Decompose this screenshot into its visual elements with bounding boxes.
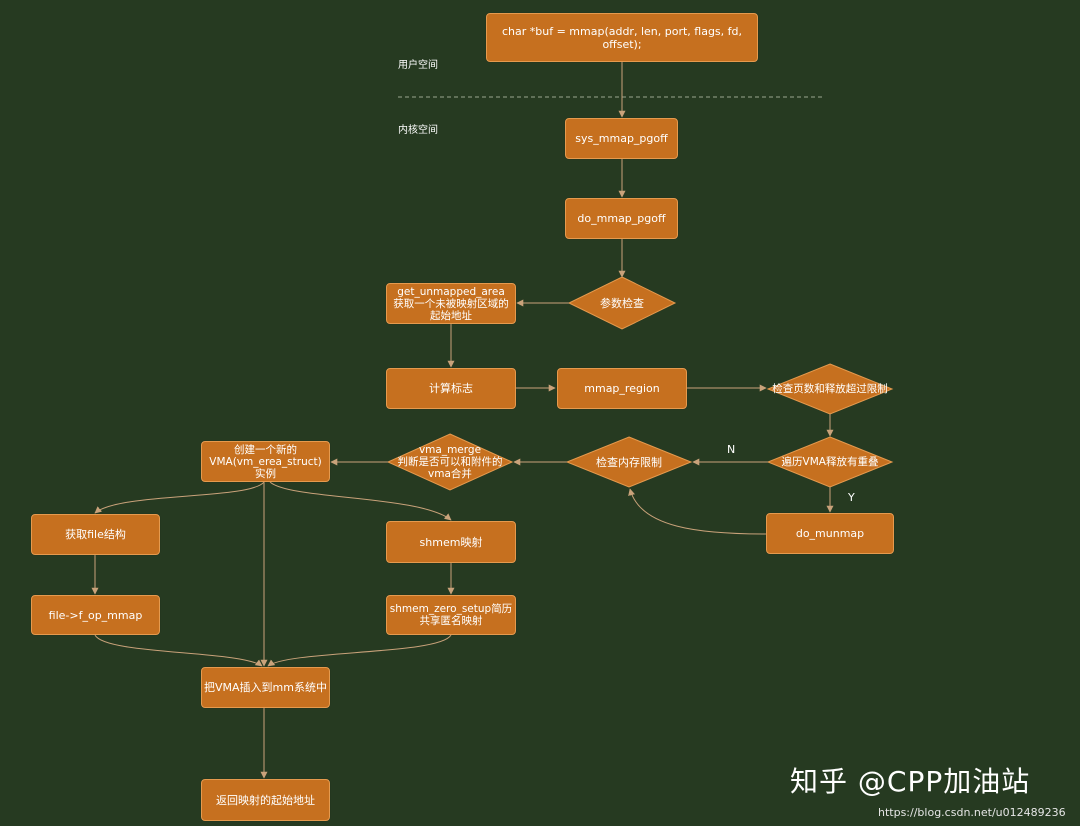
vma-merge-diamond <box>386 433 514 491</box>
node-shmem-zero-setup: shmem_zero_setup简历 共享匿名映射 <box>386 595 516 635</box>
edge-label-yes: Y <box>848 491 855 504</box>
node-sys-mmap-pgoff: sys_mmap_pgoff <box>565 118 678 159</box>
node-calc-flags: 计算标志 <box>386 368 516 409</box>
check-mem-limit-diamond <box>565 436 693 488</box>
edge-fop-to-insert <box>94 634 263 667</box>
node-traverse-vma: 遍历VMA释放有重叠 <box>781 455 879 468</box>
node-get-unmapped-area: get_unmapped_area 获取一个未被映射区域的 起始地址 <box>386 283 516 324</box>
user-space-label: 用户空间 <box>398 60 438 71</box>
edge-label-no: N <box>727 443 736 456</box>
node-do-munmap: do_munmap <box>766 513 894 554</box>
node-vma-merge: vma_merge 判断是否可以和附件的 vma合并 <box>397 444 503 480</box>
node-mmap-call: char *buf = mmap(addr, len, port, flags,… <box>486 13 758 62</box>
node-get-file: 获取file结构 <box>31 514 160 555</box>
node-mmap-region: mmap_region <box>557 368 687 409</box>
edge-zero-to-insert <box>267 634 452 667</box>
node-create-vma: 创建一个新的 VMA(vm_erea_struct) 实例 <box>201 441 330 482</box>
watermark-url: https://blog.csdn.net/u012489236 <box>878 806 1066 819</box>
watermark-author: 知乎 @CPP加油站 <box>790 765 1031 798</box>
node-check-pages: 检查页数和释放超过限制 <box>772 382 888 395</box>
node-return-addr: 返回映射的起始地址 <box>201 779 330 821</box>
node-shmem-map: shmem映射 <box>386 521 516 563</box>
node-check-mem-limit: 检查内存限制 <box>596 455 662 469</box>
node-file-op-mmap: file->f_op_mmap <box>31 595 160 635</box>
edge-munmap-to-memlimit <box>628 488 767 535</box>
kernel-space-label: 内核空间 <box>398 125 438 136</box>
param-check-diamond <box>567 276 677 330</box>
node-param-check: 参数检查 <box>600 296 644 310</box>
node-do-mmap-pgoff: do_mmap_pgoff <box>565 198 678 239</box>
node-insert-vma: 把VMA插入到mm系统中 <box>201 667 330 708</box>
edge-create-to-getfile <box>94 481 265 514</box>
edge-create-to-shmem <box>269 481 452 521</box>
